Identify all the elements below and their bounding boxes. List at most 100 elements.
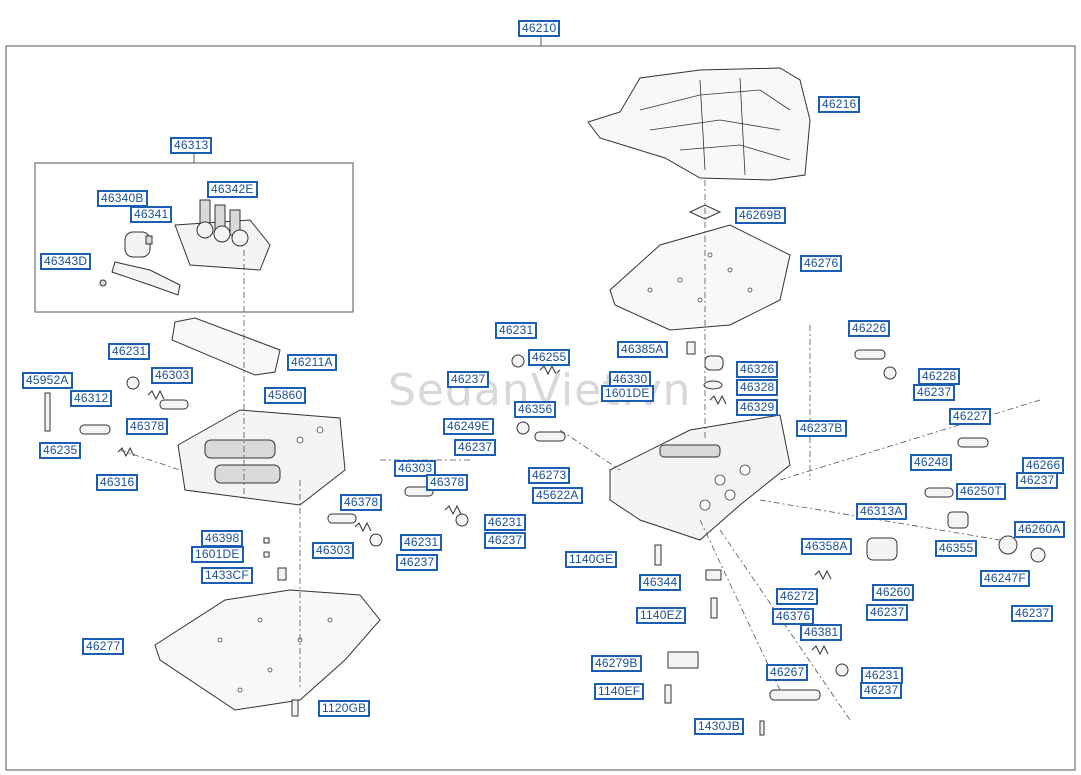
part-label-46356[interactable]: 46356 <box>514 401 557 418</box>
part-label-46260[interactable]: 46260 <box>872 584 915 601</box>
part-label-46237[interactable]: 46237 <box>1011 605 1054 622</box>
part-label-46273[interactable]: 46273 <box>528 467 571 484</box>
bottom-separator-plate <box>154 589 381 711</box>
valve-spool-e <box>327 513 357 524</box>
part-label-46237b[interactable]: 46237B <box>796 420 847 437</box>
part-label-46226[interactable]: 46226 <box>848 320 891 337</box>
assembly-line <box>759 499 1001 541</box>
part-label-1120gb[interactable]: 1120GB <box>318 700 371 717</box>
part-label-1140ez[interactable]: 1140EZ <box>636 607 687 624</box>
gasket-strip <box>171 317 281 376</box>
part-label-46237[interactable]: 46237 <box>484 532 527 549</box>
part-label-46378[interactable]: 46378 <box>426 474 469 491</box>
spring-a <box>539 364 561 376</box>
part-label-46303[interactable]: 46303 <box>394 460 437 477</box>
part-label-46313a[interactable]: 46313A <box>856 503 907 520</box>
part-label-1140ef[interactable]: 1140EF <box>594 683 645 700</box>
valve-spool-i <box>769 689 821 701</box>
part-label-46227[interactable]: 46227 <box>949 408 992 425</box>
part-label-46378[interactable]: 46378 <box>340 494 383 511</box>
part-label-46326[interactable]: 46326 <box>736 361 779 378</box>
part-label-46250t[interactable]: 46250T <box>956 483 1006 500</box>
part-label-46237[interactable]: 46237 <box>454 439 497 456</box>
part-label-46231[interactable]: 46231 <box>400 534 443 551</box>
plug-a <box>511 354 525 368</box>
bolt-a <box>654 544 662 566</box>
valve-spool-g <box>957 437 989 448</box>
part-label-46237[interactable]: 46237 <box>866 604 909 621</box>
part-label-46276[interactable]: 46276 <box>800 255 843 272</box>
part-label-1140ge[interactable]: 1140GE <box>565 551 618 568</box>
part-label-46385a[interactable]: 46385A <box>617 341 668 358</box>
part-label-46249e[interactable]: 46249E <box>443 418 494 435</box>
spring-h <box>709 394 727 406</box>
part-label-46266[interactable]: 46266 <box>1022 457 1065 474</box>
valve-spool-b <box>159 399 189 410</box>
sleeve-g <box>835 663 849 677</box>
solenoid-block <box>174 199 271 271</box>
part-label-46255[interactable]: 46255 <box>528 349 571 366</box>
spring-g <box>811 644 829 656</box>
part-label-46313[interactable]: 46313 <box>170 137 213 154</box>
part-label-46340b[interactable]: 46340B <box>97 190 148 207</box>
part-label-46279b[interactable]: 46279B <box>591 655 642 672</box>
part-label-45860[interactable]: 45860 <box>264 387 307 404</box>
part-label-1430jb[interactable]: 1430JB <box>694 718 744 735</box>
part-label-46248[interactable]: 46248 <box>910 454 953 471</box>
part-label-46267[interactable]: 46267 <box>766 664 809 681</box>
part-label-46228[interactable]: 46228 <box>918 368 961 385</box>
part-label-46344[interactable]: 46344 <box>639 574 682 591</box>
part-label-45952a[interactable]: 45952A <box>22 372 73 389</box>
part-label-46260a[interactable]: 46260A <box>1014 521 1065 538</box>
part-label-1433cf[interactable]: 1433CF <box>201 567 253 584</box>
part-label-46210[interactable]: 46210 <box>518 20 561 37</box>
assembly-line <box>559 429 621 471</box>
accumulator-cap <box>704 355 724 371</box>
part-label-46269b[interactable]: 46269B <box>735 207 786 224</box>
part-label-46231[interactable]: 46231 <box>495 322 538 339</box>
spring-d <box>354 521 372 533</box>
part-label-46316[interactable]: 46316 <box>96 474 139 491</box>
part-label-46343d[interactable]: 46343D <box>40 253 92 270</box>
coil-spring-large <box>947 511 969 529</box>
part-label-46312[interactable]: 46312 <box>70 390 113 407</box>
part-label-46381[interactable]: 46381 <box>800 624 843 641</box>
bolt-b <box>710 597 718 619</box>
spring-c <box>117 446 135 458</box>
part-label-46237[interactable]: 46237 <box>396 554 439 571</box>
check-ball-a <box>263 537 270 544</box>
part-label-46272[interactable]: 46272 <box>776 588 819 605</box>
part-label-1601de[interactable]: 1601DE <box>191 546 244 563</box>
sleeve-e <box>998 535 1018 555</box>
part-label-1601de[interactable]: 1601DE <box>601 385 654 402</box>
part-label-46216[interactable]: 46216 <box>818 96 861 113</box>
part-label-46342e[interactable]: 46342E <box>207 181 258 198</box>
part-label-46237[interactable]: 46237 <box>1016 472 1059 489</box>
part-label-46355[interactable]: 46355 <box>935 540 978 557</box>
part-label-46237[interactable]: 46237 <box>447 371 490 388</box>
part-label-46303[interactable]: 46303 <box>312 542 355 559</box>
part-label-46231[interactable]: 46231 <box>108 343 151 360</box>
pin-rod <box>44 392 51 432</box>
wire-harness <box>111 261 181 296</box>
part-label-46277[interactable]: 46277 <box>82 638 125 655</box>
part-label-46237[interactable]: 46237 <box>860 682 903 699</box>
part-label-46303[interactable]: 46303 <box>151 367 194 384</box>
part-label-46378[interactable]: 46378 <box>126 418 169 435</box>
assembly-line <box>719 529 851 721</box>
part-label-46211a[interactable]: 46211A <box>287 354 337 371</box>
part-label-45622a[interactable]: 45622A <box>532 487 583 504</box>
valve-spool-h <box>924 487 954 498</box>
bolt-d <box>291 699 299 717</box>
part-label-46235[interactable]: 46235 <box>39 442 82 459</box>
part-label-46247f[interactable]: 46247F <box>980 570 1030 587</box>
clip <box>705 569 722 581</box>
part-label-46358a[interactable]: 46358A <box>801 538 852 555</box>
part-label-46328[interactable]: 46328 <box>736 379 779 396</box>
part-label-46237[interactable]: 46237 <box>913 384 956 401</box>
part-label-46341[interactable]: 46341 <box>130 206 173 223</box>
part-label-46398[interactable]: 46398 <box>201 530 244 547</box>
part-label-46231[interactable]: 46231 <box>484 514 527 531</box>
part-label-46376[interactable]: 46376 <box>772 608 815 625</box>
part-label-46329[interactable]: 46329 <box>736 399 779 416</box>
